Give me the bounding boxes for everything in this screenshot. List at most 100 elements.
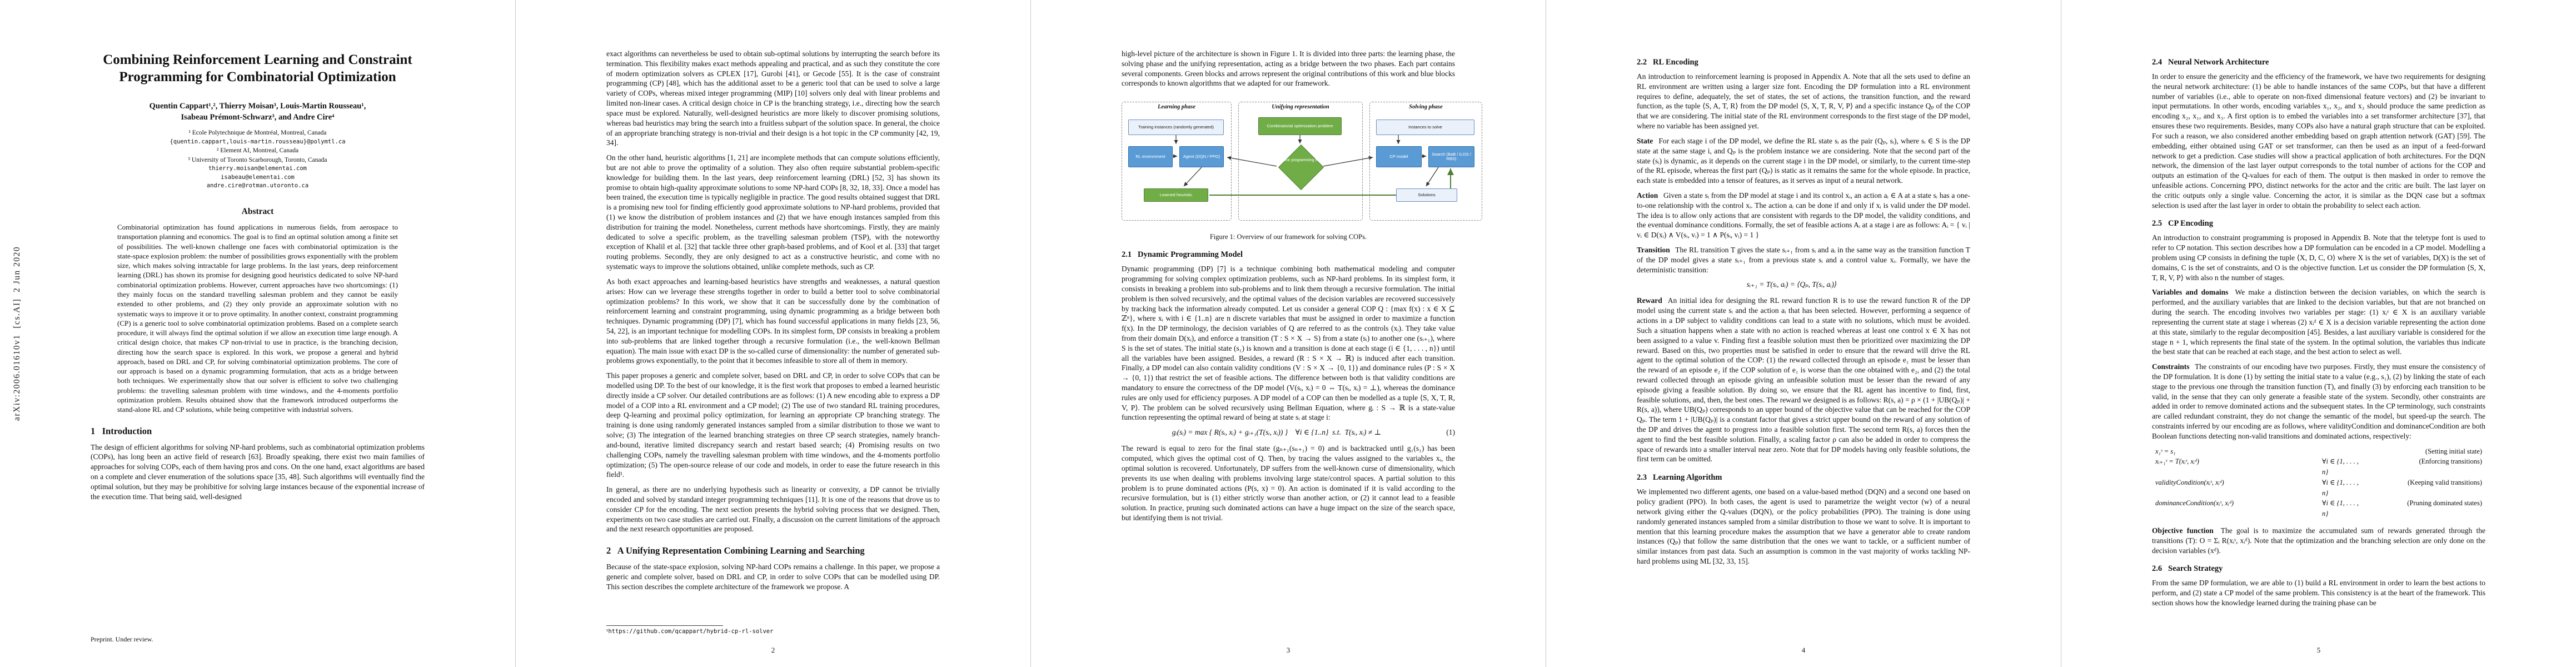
email-link[interactable]: {quentin.cappart,louis-martin.rousseau}@…: [170, 138, 346, 145]
constraint-equation: validityCondition(xᵢˢ, xᵢᵈ): [2155, 478, 2224, 486]
affiliation-line: ¹ Ecole Polytechnique de Montréal, Montr…: [188, 130, 327, 137]
figure-group-label: Solving phase: [1409, 104, 1443, 111]
objective-text: The goal is to maximize the accumulated …: [2152, 526, 2485, 555]
section-heading-dp-model: 2.1 Dynamic Programming Model: [1122, 250, 1243, 260]
page-number: 3: [1286, 646, 1291, 654]
footnote: ¹https://github.com/qcappart/hybrid-cp-r…: [606, 625, 940, 635]
variables-paragraph: Variables and domains We make a distinct…: [2152, 287, 2485, 357]
body-paragraph: The design of efficient algorithms for s…: [91, 442, 425, 501]
transition-label: Transition: [1637, 246, 1670, 254]
action-label: Action: [1637, 191, 1658, 200]
page-3: high-level picture of the architecture i…: [1030, 0, 1546, 667]
constraint-condition: ∀i ∈ {1, . . . , n}: [2322, 478, 2361, 497]
constraint-condition: ∀i ∈ {1, . . . , n}: [2322, 457, 2361, 476]
variables-label: Variables and domains: [2152, 288, 2229, 297]
page-number: 2: [771, 646, 775, 654]
constraint-equations-block: x₁ˢ = s₁ (Setting initial state) xᵢ₊₁ˢ =…: [2155, 446, 2482, 519]
constraint-note: (Setting initial state): [2425, 447, 2482, 455]
body-paragraph: We implemented two different agents, one…: [1637, 487, 1970, 565]
state-paragraph: State For each stage i of the DP model, …: [1637, 136, 1970, 186]
section-heading-search-strategy: 2.6 Search Strategy: [2152, 564, 2223, 574]
dp-model-label: Dynamic programming model: [1275, 158, 1326, 163]
rl-environment-box: RL environment: [1128, 146, 1173, 168]
constraint-condition: ∀i ∈ {1, . . . , n}: [2322, 499, 2361, 518]
page-2: exact algorithms can nevertheless be use…: [515, 0, 1030, 667]
footnote-rule: [606, 625, 723, 626]
state-label: State: [1637, 136, 1653, 145]
abstract-text: Combinatorial optimization has found app…: [117, 222, 398, 414]
affiliation-line: ² Element AI, Montreal, Canada: [216, 147, 299, 154]
cp-model-box: CP model: [1376, 146, 1422, 168]
action-text: Given a state sᵢ from the DP model at st…: [1637, 191, 1971, 240]
paper-title: Combining Reinforcement Learning and Con…: [103, 52, 412, 85]
constraints-paragraph: Constraints The constraints of our encod…: [2152, 362, 2485, 441]
objective-paragraph: Objective function The goal is to maximi…: [2152, 526, 2485, 555]
email-link[interactable]: isabeau@elementai.com: [221, 173, 295, 181]
bellman-equation: gᵢ(sᵢ) = max { R(sᵢ, xᵢ) + gᵢ₊₁(T(sᵢ, xᵢ…: [1122, 428, 1455, 437]
section-heading-introduction: 1 Introduction: [91, 425, 152, 436]
figure-group-unifying-representation: Unifying representation: [1238, 102, 1363, 221]
reward-paragraph: Reward An initial idea for designing the…: [1637, 296, 1970, 464]
constraint-row: validityCondition(xᵢˢ, xᵢᵈ) ∀i ∈ {1, . .…: [2155, 477, 2482, 499]
constraint-condition: [2322, 446, 2360, 457]
reward-text: An initial idea for designing the RL rew…: [1637, 296, 1971, 464]
figure-group-learning-phase: Learning phase: [1122, 102, 1232, 221]
rl-agent-box: Agent (DQN / PPO): [1179, 146, 1224, 168]
constraint-row: dominanceCondition(xᵢˢ, xᵢᵈ) ∀i ∈ {1, . …: [2155, 498, 2482, 519]
body-paragraph: An introduction to constraint programmin…: [2152, 233, 2485, 282]
equation-body: sᵢ₊₁ = T(sᵢ, aᵢ) = ⟨Qₚ, T(sᵢ, aᵢ)⟩: [1746, 280, 1837, 289]
page-number: 4: [1801, 646, 1806, 654]
page-4: 2.2 RL Encoding An introduction to reinf…: [1546, 0, 2061, 667]
body-paragraph: On the other hand, heuristic algorithms …: [606, 153, 940, 271]
affiliations-block: ¹ Ecole Polytechnique de Montréal, Montr…: [91, 128, 425, 190]
equation-body: gᵢ(sᵢ) = max { R(sᵢ, xᵢ) + gᵢ₊₁(T(sᵢ, xᵢ…: [1172, 428, 1382, 437]
body-paragraph: Dynamic programming (DP) [7] is a techni…: [1122, 265, 1455, 422]
constraint-equation: x₁ˢ = s₁: [2155, 447, 2176, 455]
body-paragraph: This paper proposes a generic and comple…: [606, 371, 940, 479]
body-paragraph: In order to ensure the genericity and th…: [2152, 72, 2485, 210]
preprint-note: Preprint. Under review.: [91, 635, 153, 643]
section-heading-rl-encoding: 2.2 RL Encoding: [1637, 58, 1698, 67]
action-paragraph: Action Given a state sᵢ from the DP mode…: [1637, 191, 1970, 240]
body-paragraph: As both exact approaches and learning-ba…: [606, 277, 940, 365]
body-paragraph: From the same DP formulation, we are abl…: [2152, 579, 2485, 607]
footnote-marker: ¹: [606, 628, 609, 635]
section-heading-learning-algorithm: 2.3 Learning Algorithm: [1637, 473, 1722, 482]
body-paragraph: high-level picture of the architecture i…: [1122, 49, 1455, 88]
body-paragraph: exact algorithms can nevertheless be use…: [606, 49, 940, 147]
constraint-equation: dominanceCondition(xᵢˢ, xᵢᵈ): [2155, 499, 2234, 507]
body-paragraph: The reward is equal to zero for the fina…: [1122, 444, 1455, 522]
instances-to-solve-box: Instances to solve: [1376, 120, 1474, 136]
section-heading-nn-architecture: 2.4 Neural Network Architecture: [2152, 58, 2269, 67]
equation-number: (1): [1446, 428, 1455, 437]
authors-line: Isabeau Prémont-Schwarz³, and Andre Cire…: [181, 112, 335, 122]
github-repo-link[interactable]: https://github.com/qcappart/hybrid-cp-rl…: [608, 628, 774, 635]
constraint-row: x₁ˢ = s₁ (Setting initial state): [2155, 446, 2482, 457]
constraint-note: (Pruning dominated states): [2407, 499, 2482, 507]
authors-block: Quentin Cappart¹,², Thierry Moisan³, Lou…: [91, 101, 425, 123]
objective-label: Objective function: [2152, 526, 2214, 535]
constraints-label: Constraints: [2152, 362, 2190, 371]
training-instances-box: Training instances (randomly generated): [1128, 120, 1224, 136]
figure-group-label: Learning phase: [1158, 104, 1195, 111]
variables-text: We make a distinction between the decisi…: [2152, 288, 2485, 356]
figure-group-solving-phase: Solving phase: [1369, 102, 1482, 221]
reward-label: Reward: [1637, 296, 1662, 305]
authors-line: Quentin Cappart¹,², Thierry Moisan³, Lou…: [149, 101, 366, 111]
cp-search-box: Search (BaB / ILDS / RBS): [1428, 146, 1474, 168]
state-text: For each stage i of the DP model, we def…: [1637, 136, 1970, 185]
page-number: 5: [2316, 646, 2321, 654]
framework-overview-figure: Learning phase Unifying representation S…: [1122, 94, 1482, 231]
figure-group-label: Unifying representation: [1272, 104, 1329, 111]
constraint-note: (Enforcing transitions): [2419, 457, 2482, 466]
cop-box: Combinatorial optimization problem: [1258, 117, 1342, 136]
email-link[interactable]: thierry.moisan@elementai.com: [208, 165, 307, 172]
page-5: 2.4 Neural Network Architecture In order…: [2061, 0, 2576, 667]
constraint-note: (Keeping valid transitions): [2408, 478, 2482, 486]
email-link[interactable]: andre.cire@rotman.utoronto.ca: [206, 182, 309, 189]
section-heading-cp-encoding: 2.5 CP Encoding: [2152, 219, 2213, 228]
section-heading-unifying-representation: 2 A Unifying Representation Combining Le…: [606, 545, 865, 556]
constraint-equation: xᵢ₊₁ˢ = T(xᵢˢ, xᵢᵈ): [2155, 457, 2199, 466]
affiliation-line: ³ University of Toronto Scarborough, Tor…: [188, 156, 327, 163]
